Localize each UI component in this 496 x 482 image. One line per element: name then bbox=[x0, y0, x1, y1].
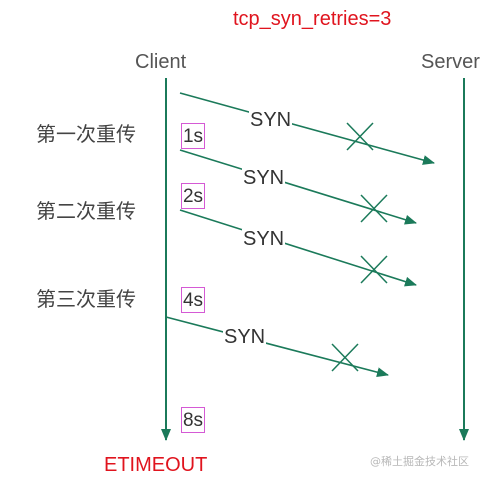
lost-marker-2 bbox=[360, 194, 388, 223]
syn-arrow-3 bbox=[179, 209, 417, 287]
interval-box-2: 2s bbox=[181, 183, 205, 209]
retry-label-1: 第一次重传 bbox=[36, 122, 136, 146]
lost-marker-4 bbox=[331, 343, 359, 372]
syn-label-1: SYN bbox=[249, 109, 293, 131]
interval-box-1: 1s bbox=[181, 123, 205, 149]
syn-arrow-4 bbox=[165, 316, 389, 378]
result-label: ETIMEOUT bbox=[104, 454, 208, 476]
lost-marker-1 bbox=[346, 122, 374, 151]
syn-label-4: SYN bbox=[223, 326, 267, 348]
retry-label-2: 第二次重传 bbox=[36, 199, 136, 223]
syn-arrow-1 bbox=[179, 92, 435, 165]
syn-arrow-2 bbox=[179, 149, 417, 225]
lost-marker-3 bbox=[360, 255, 388, 284]
syn-label-3: SYN bbox=[242, 228, 286, 250]
syn-label-2: SYN bbox=[242, 167, 286, 189]
watermark: @稀土掘金技术社区 bbox=[370, 455, 469, 468]
diagram-title: tcp_syn_retries=3 bbox=[233, 8, 392, 30]
retry-label-3: 第三次重传 bbox=[36, 287, 136, 311]
server-label: Server bbox=[421, 51, 480, 73]
interval-box-3: 4s bbox=[181, 287, 205, 313]
client-label: Client bbox=[135, 51, 187, 73]
interval-box-4: 8s bbox=[181, 407, 205, 433]
